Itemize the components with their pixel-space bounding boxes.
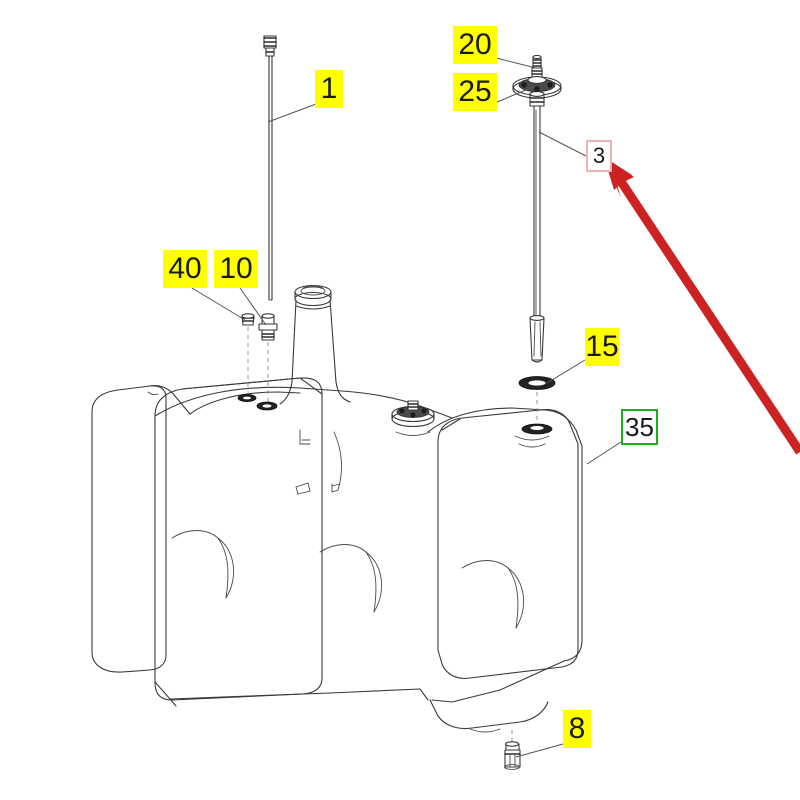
callout-25-label: 25 [458,75,492,108]
callout-10-label: 10 [219,252,253,285]
callout-8-label: 8 [568,712,586,745]
sender-nut-part-20 [532,54,542,69]
leader-15 [546,359,586,384]
callout-15[interactable]: 15 [585,328,619,366]
callout-8[interactable]: 8 [563,710,591,748]
sealing-cap-part-40 [237,313,257,402]
sender-gasket-part-15 [518,376,556,426]
leader-3 [538,131,587,157]
drain-plug-part-8 [504,730,521,770]
tank-top-fitting [391,400,435,436]
callout-20-label: 20 [458,28,492,61]
callout-3-label: 3 [592,143,606,168]
sender-mount-boss [521,423,553,435]
leader-40 [191,287,246,321]
callout-1[interactable]: 1 [315,70,343,108]
callout-10[interactable]: 10 [214,250,258,288]
red-pointer-arrow [604,157,800,455]
leader-8 [515,743,564,758]
dipstick-rod-part-1 [263,35,277,301]
sender-flange-part-25 [512,76,562,99]
callout-leader-lines [191,57,622,758]
leader-1 [267,103,317,123]
leader-35 [586,441,622,465]
callout-1-label: 1 [320,72,338,105]
dipstick-tube-fitting-part-10 [256,313,278,411]
callout-20[interactable]: 20 [453,26,497,64]
fuel-level-sender-part-3 [512,54,562,363]
fuel-tank-body [91,377,583,733]
filler-neck [279,284,351,405]
callout-35[interactable]: 35 [621,409,658,445]
callout-3[interactable]: 3 [586,140,612,172]
callout-35-label: 35 [625,412,654,442]
callout-25[interactable]: 25 [453,73,497,111]
callout-40[interactable]: 40 [163,250,207,288]
callout-40-label: 40 [168,252,202,285]
leader-20 [495,57,537,69]
leader-25 [489,86,534,106]
callout-15-label: 15 [585,330,619,363]
leader-10 [239,287,267,326]
